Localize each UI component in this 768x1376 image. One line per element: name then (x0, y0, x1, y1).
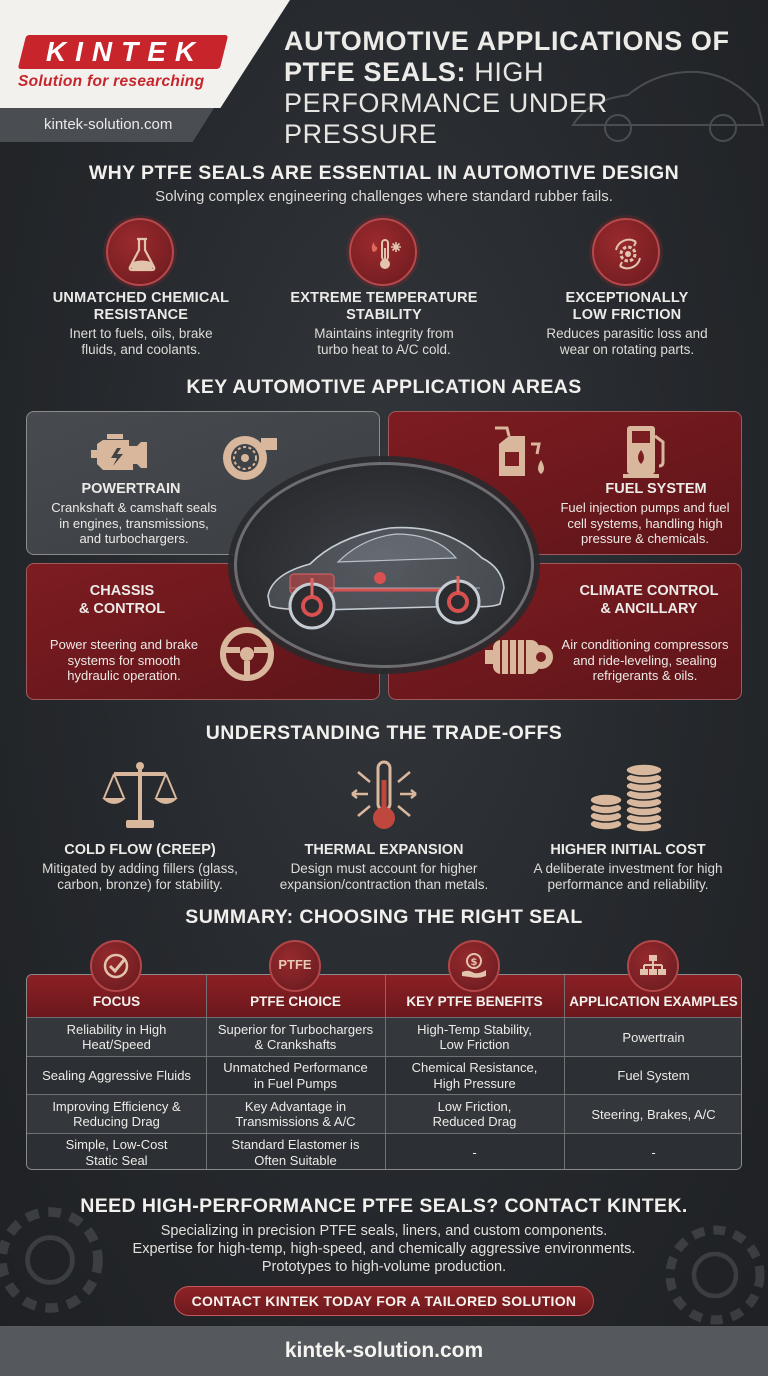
fuel-system-title: FUEL SYSTEM (605, 481, 707, 497)
steering-wheel-icon (220, 627, 274, 681)
powertrain-title: POWERTRAIN (81, 481, 181, 497)
column-header-focus: FOCUS (92, 994, 141, 1009)
table-cell: Superior for Turbochargers& Crankshafts (217, 1021, 374, 1053)
ptfe-badge-icon: PTFE (269, 940, 321, 992)
summary-heading: SUMMARY: CHOOSING THE RIGHT SEAL (185, 906, 583, 928)
gear-decoration-icon (665, 1225, 765, 1325)
column-divider (564, 975, 565, 1169)
contact-description: Specializing in precision PTFE seals, li… (132, 1223, 636, 1275)
website-strip (0, 108, 214, 142)
flask-icon (128, 237, 156, 272)
car-xray-icon (267, 526, 505, 630)
benefit-description: Inert to fuels, oils, brake fluids, and … (69, 326, 213, 357)
car-silhouette-icon (571, 70, 765, 142)
thermometer-arrows-icon (351, 760, 417, 829)
logo-tagline: Solution for researching (18, 73, 205, 90)
table-row: Improving Efficiency &Reducing Drag Key … (27, 1094, 741, 1133)
website-link[interactable]: kintek-solution.com (44, 116, 173, 133)
benefit-icon-circle (592, 218, 660, 286)
column-header-key-benefits: KEY PTFE BENEFITS (406, 994, 543, 1009)
column-divider (206, 975, 207, 1169)
tradeoff-description: A deliberate investment for high perform… (533, 861, 723, 892)
climate-description: Air conditioning compressors and ride-le… (561, 637, 729, 683)
gear-cycle-icon (615, 238, 641, 270)
tradeoffs-heading: UNDERSTANDING THE TRADE-OFFS (205, 722, 563, 744)
table-cell: Sealing Aggressive Fluids (42, 1068, 191, 1083)
table-row: Sealing Aggressive Fluids Unmatched Perf… (27, 1055, 741, 1094)
checkmark-circle-icon (90, 940, 142, 992)
table-header-row: FOCUS PTFE CHOICE KEY PTFE BENEFITS APPL… (27, 975, 741, 1017)
summary-table: FOCUS PTFE CHOICE KEY PTFE BENEFITS APPL… (26, 974, 742, 1170)
benefit-title: EXCEPTIONALLY LOW FRICTION (565, 290, 689, 323)
gear-decoration-icon (0, 1207, 103, 1313)
chassis-description: Power steering and brake systems for smo… (49, 637, 199, 683)
turbocharger-icon (223, 436, 277, 480)
table-cell: High-Temp Stability,Low Friction (417, 1021, 532, 1053)
org-chart-icon (627, 940, 679, 992)
thermometer-flame-snowflake-icon (371, 239, 401, 269)
scales-icon (102, 762, 178, 828)
column-header-application-examples: APPLICATION EXAMPLES (569, 994, 738, 1009)
chassis-title: CHASSIS & CONTROL (78, 583, 166, 617)
tradeoff-title: HIGHER INITIAL COST (550, 842, 706, 858)
fuel-pump-icon (623, 426, 665, 478)
header: KINTEK Solution for researching kintek-s… (0, 0, 768, 149)
column-header-ptfe-choice: PTFE CHOICE (250, 994, 341, 1009)
table-cell: Chemical Resistance,High Pressure (411, 1060, 538, 1091)
column-divider (385, 975, 386, 1169)
ac-compressor-icon (485, 640, 553, 674)
title-light: HIGH PERFORMANCE UNDER PRESSURE (284, 57, 608, 149)
benefit-icon-circle (106, 218, 174, 286)
tradeoff-title: COLD FLOW (CREEP) (64, 842, 216, 858)
tradeoff-description: Mitigated by adding fillers (glass, carb… (42, 861, 238, 892)
car-ellipse (234, 462, 534, 668)
title-bold: AUTOMOTIVE APPLICATIONS OF PTFE SEALS: (284, 26, 730, 87)
contact-heading: NEED HIGH-PERFORMANCE PTFE SEALS? CONTAC… (80, 1195, 688, 1217)
benefit-icon-circle (349, 218, 417, 286)
tradeoff-description: Design must account for higher expansion… (279, 861, 489, 892)
benefit-description: Reduces parasitic loss and wear on rotat… (546, 326, 708, 357)
contact-cta-button[interactable]: CONTACT KINTEK TODAY FOR A TAILORED SOLU… (174, 1286, 594, 1316)
benefit-title: EXTREME TEMPERATURE STABILITY (290, 290, 478, 323)
svg-text:$: $ (471, 957, 478, 968)
applications-heading: KEY AUTOMOTIVE APPLICATION AREAS (186, 376, 582, 398)
why-heading: WHY PTFE SEALS ARE ESSENTIAL IN AUTOMOTI… (88, 162, 680, 184)
table-cell: Fuel System (617, 1068, 690, 1083)
table-cell: - (472, 1145, 477, 1160)
footer-website-link[interactable]: kintek-solution.com (0, 1326, 768, 1376)
table-cell: Improving Efficiency &Reducing Drag (52, 1098, 181, 1130)
table-cell: Powertrain (622, 1029, 685, 1045)
table-cell: Low Friction,Reduced Drag (432, 1098, 517, 1130)
why-subheading: Solving complex engineering challenges w… (155, 188, 613, 205)
fuel-system-description: Fuel injection pumps and fuel cell syste… (560, 500, 730, 546)
climate-title: CLIMATE CONTROL & ANCILLARY (579, 583, 719, 617)
fuel-can-icon (495, 426, 544, 476)
engine-icon (91, 434, 147, 470)
page-title: AUTOMOTIVE APPLICATIONS OF PTFE SEALS: H… (284, 26, 764, 150)
logo[interactable]: KINTEK (45, 36, 205, 67)
coin-stack-icon (589, 763, 663, 833)
powertrain-description: Crankshaft & camshaft seals in engines, … (51, 500, 217, 546)
tradeoff-title: THERMAL EXPANSION (304, 842, 464, 858)
hand-coin-icon: $ (448, 940, 500, 992)
benefit-description: Maintains integrity from turbo heat to A… (314, 326, 454, 357)
table-cell: - (651, 1145, 656, 1160)
table-cell: Steering, Brakes, A/C (591, 1106, 716, 1122)
benefit-title: UNMATCHED CHEMICAL RESISTANCE (52, 290, 230, 323)
